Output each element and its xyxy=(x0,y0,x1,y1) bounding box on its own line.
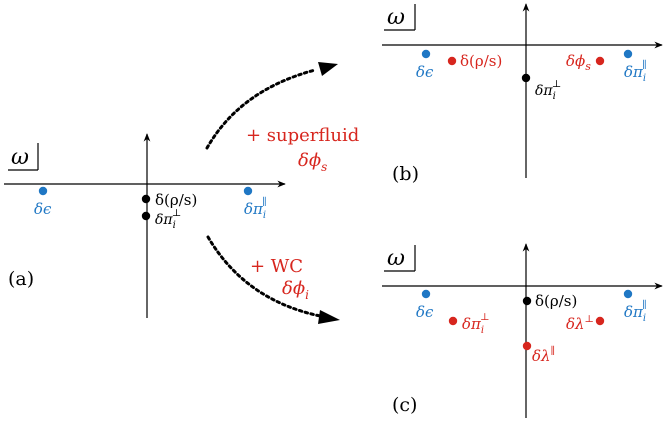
label-phi-s-b: δϕs xyxy=(566,52,591,73)
omega-label-a: ω xyxy=(11,145,29,170)
label-rho-s-a: δ(ρ/s) xyxy=(155,191,197,209)
pole-lambda-perp-c xyxy=(595,316,605,326)
label-pi-perp-b: δπi⊥ xyxy=(535,79,561,102)
label-pi-par-a: δπi∥ xyxy=(244,196,267,221)
panel-c: ω δϵ δ(ρ/s) δπi⊥ δλ⊥ δλ∥ δπi∥ (c) xyxy=(382,243,663,418)
pole-epsilon-a xyxy=(38,186,48,196)
label-epsilon-c: δϵ xyxy=(416,303,434,321)
panel-b: ω δϵ δ(ρ/s) δϕs δπi⊥ δπi∥ (b) xyxy=(382,3,663,185)
pole-rho-s-b xyxy=(447,56,457,66)
arrow-wc: + WC δϕi xyxy=(206,235,340,324)
panel-tag-b: (b) xyxy=(392,163,419,185)
pole-epsilon-b xyxy=(421,49,431,59)
pole-pi-perp-b xyxy=(521,73,531,83)
label-pi-par-c: δπi∥ xyxy=(624,299,647,324)
omega-box-b: ω xyxy=(384,4,416,31)
arrow-superfluid-line1: + superfluid xyxy=(246,125,359,146)
label-pi-perp-a: δπi⊥ xyxy=(155,208,181,231)
panel-tag-a: (a) xyxy=(8,268,34,290)
panel-a: ω δϵ δ(ρ/s) δπi⊥ δπi∥ (a) xyxy=(4,133,286,318)
label-pi-par-b: δπi∥ xyxy=(624,59,647,84)
pole-rho-s-a xyxy=(141,194,151,204)
omega-box-a: ω xyxy=(8,143,39,171)
omega-label-b: ω xyxy=(387,5,405,30)
pole-pi-par-a xyxy=(243,186,253,196)
pole-lambda-par-c xyxy=(522,341,532,351)
pole-pi-par-b xyxy=(623,49,633,59)
pole-pi-perp-c xyxy=(448,316,458,326)
label-pi-perp-c: δπi⊥ xyxy=(462,312,490,336)
label-lambda-par-c: δλ∥ xyxy=(532,345,555,365)
pole-phi-s-b xyxy=(595,56,605,66)
omega-box-c: ω xyxy=(384,245,416,272)
arrow-superfluid: + superfluid δϕs xyxy=(205,62,359,174)
arrow-wc-line1: + WC xyxy=(250,256,303,277)
arrow-superfluid-line2: δϕs xyxy=(298,150,327,174)
pole-rho-s-c xyxy=(522,296,532,306)
omega-label-c: ω xyxy=(387,246,405,271)
label-epsilon-a: δϵ xyxy=(34,200,52,218)
label-rho-s-b: δ(ρ/s) xyxy=(460,52,502,70)
label-rho-s-c: δ(ρ/s) xyxy=(535,292,577,310)
label-epsilon-b: δϵ xyxy=(416,63,434,81)
arrow-wc-line2: δϕi xyxy=(282,278,309,302)
panel-tag-c: (c) xyxy=(392,394,417,416)
pole-pi-par-c xyxy=(623,289,633,299)
pole-epsilon-c xyxy=(421,289,431,299)
pole-pi-perp-a xyxy=(141,211,151,221)
label-lambda-perp-c: δλ⊥ xyxy=(566,314,594,333)
